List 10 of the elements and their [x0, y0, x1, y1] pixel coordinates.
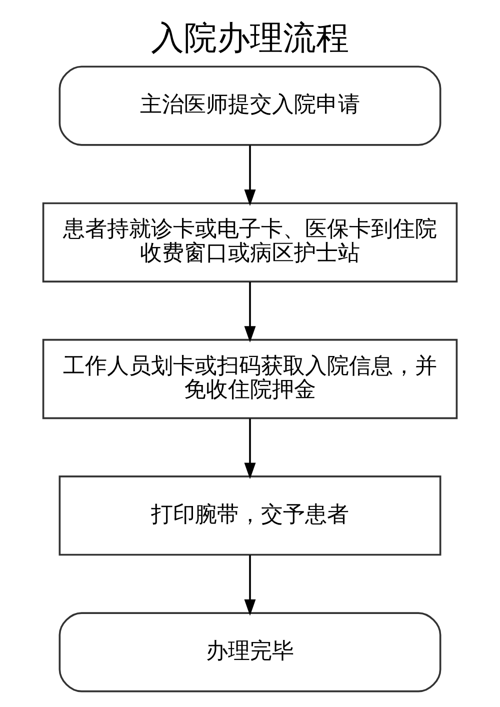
node-box: 主治医师提交入院申请 [58, 66, 442, 146]
node-box: 工作人员划卡或扫码获取入院信息，并免收住院押金 [42, 338, 458, 420]
node-box: 打印腕带，交予患者 [58, 476, 442, 556]
node-box: 患者持就诊卡或电子卡、医保卡到住院收费窗口或病区护士站 [42, 202, 458, 282]
arrow [244, 282, 256, 343]
arrow [244, 145, 256, 206]
node-box: 办理完毕 [58, 612, 442, 692]
diagram-title: 入院办理流程 [151, 19, 349, 58]
arrow [244, 418, 256, 480]
arrow [244, 555, 256, 616]
